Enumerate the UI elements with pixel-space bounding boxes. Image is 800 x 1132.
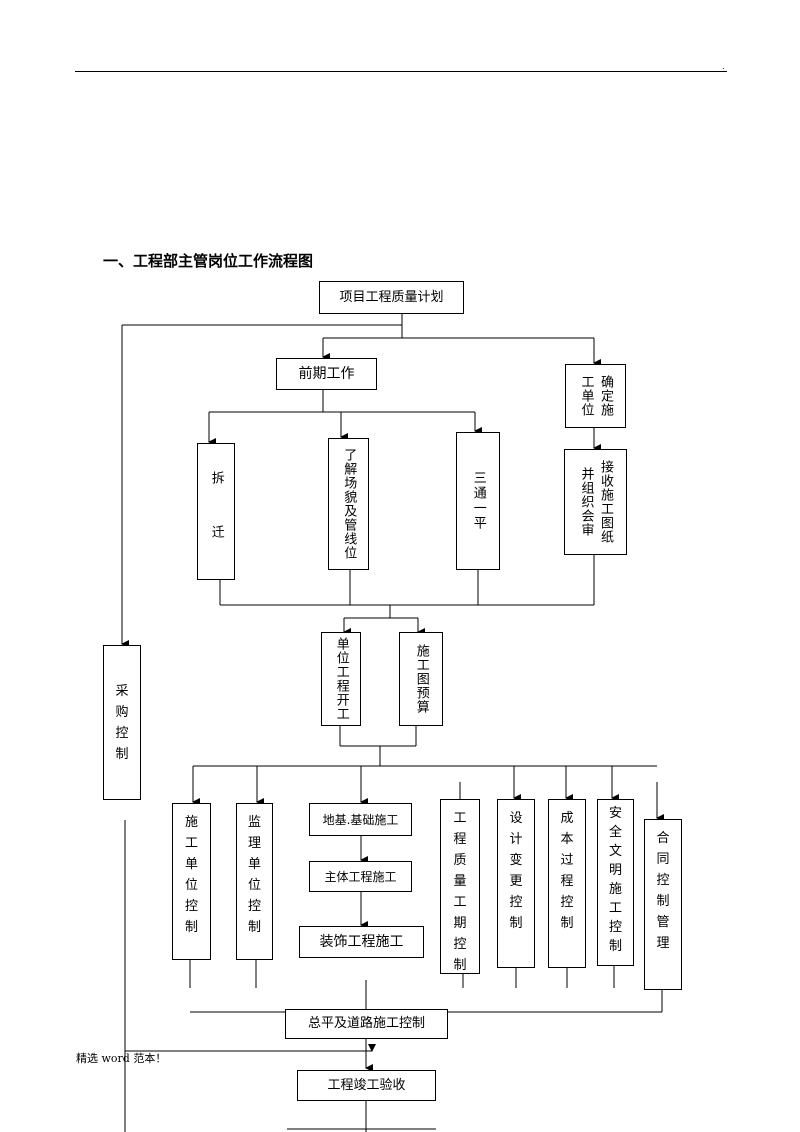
header-rule [75,71,727,72]
node-label: 接收施工图纸并组织会审 [578,460,614,544]
node-main-structure-construction: 主体工程施工 [309,861,412,892]
node-procurement-control: 采购控制 [103,645,141,800]
node-demolition: 拆 迁 [197,443,235,580]
node-label: 了解场貌及管线位 [341,448,357,560]
node-label: 成本过程控制 [560,811,574,931]
node-label: 总平及道路施工控制 [307,1016,425,1032]
node-contract-control: 合同控制管理 [644,819,682,990]
node-label: 拆 迁 [208,471,224,552]
node-label: 采购控制 [115,683,129,762]
node-label: 工程质量工期控制 [453,811,467,973]
node-general-layout-road: 总平及道路施工控制 [285,1009,448,1039]
node-label: 施工图预算 [413,644,429,714]
node-project-quality-plan: 项目工程质量计划 [319,281,464,314]
node-label: 项目工程质量计划 [339,289,444,305]
node-label: 安全文明施工控制 [608,806,622,954]
node-determine-contractor: 确定施工单位 [565,364,626,428]
node-contractor-control: 施工单位控制 [172,803,211,960]
page-footer: 精选 word 范本！ [76,1052,167,1065]
header-corner-mark: . [722,62,725,71]
node-label: 合同控制管理 [656,831,670,951]
node-label: 施工单位控制 [184,815,198,935]
node-three-utilities: 三通一平 [456,432,500,570]
node-foundation-construction: 地基.基础施工 [309,803,412,836]
node-label: 单位工程开工 [333,637,349,721]
node-label: 前期工作 [298,365,355,382]
node-decoration-construction: 装饰工程施工 [299,926,424,958]
node-site-survey: 了解场貌及管线位 [328,438,369,570]
node-label: 确定施工单位 [578,375,614,417]
node-label: 设计变更控制 [509,811,523,931]
node-label: 装饰工程施工 [319,933,404,950]
node-design-change-control: 设计变更控制 [497,799,535,968]
node-safety-civilized-control: 安全文明施工控制 [597,799,634,966]
node-receive-drawings: 接收施工图纸并组织会审 [564,449,627,555]
node-cost-process-control: 成本过程控制 [548,799,586,968]
node-label: 主体工程施工 [324,869,397,884]
node-quality-schedule-control: 工程质量工期控制 [440,799,480,974]
node-supervisor-control: 监理单位控制 [236,803,273,960]
node-label: 地基.基础施工 [322,812,399,827]
section-heading: 一、工程部主管岗位工作流程图 [103,252,314,270]
node-unit-start: 单位工程开工 [321,632,361,726]
node-completion-acceptance: 工程竣工验收 [297,1070,436,1101]
node-label: 监理单位控制 [247,815,261,935]
node-label: 三通一平 [470,471,486,531]
node-label: 工程竣工验收 [327,1077,406,1093]
node-drawing-budget: 施工图预算 [399,632,443,726]
node-preliminary-work: 前期工作 [276,358,377,390]
